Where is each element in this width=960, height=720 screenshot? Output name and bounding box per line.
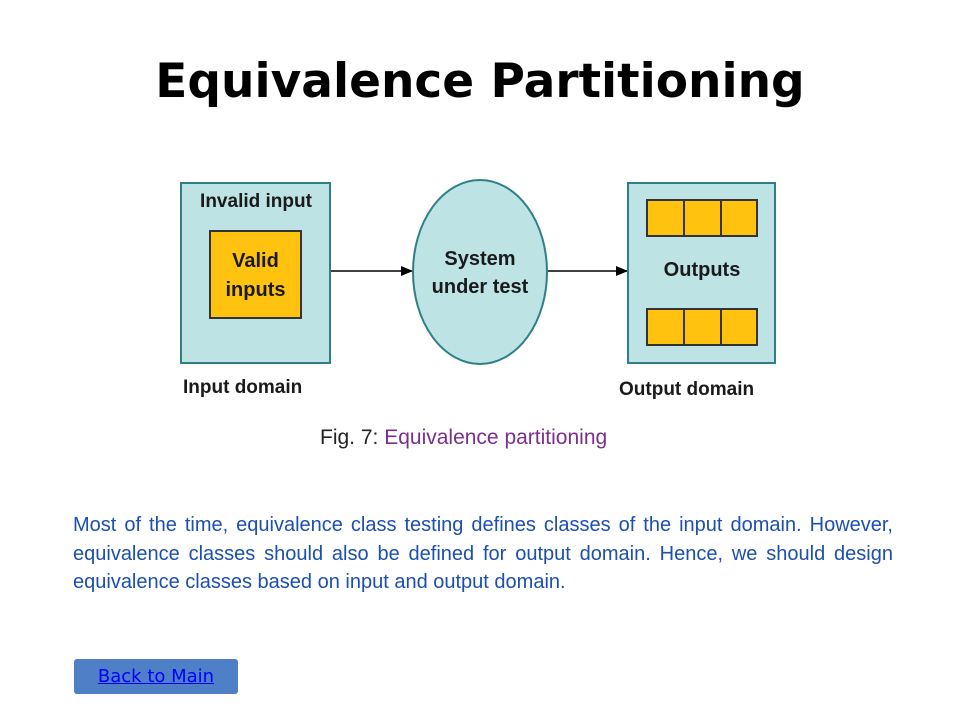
back-to-main-link[interactable]: Back to Main — [97, 666, 215, 687]
output-cell — [683, 199, 722, 237]
figure-caption-title: Equivalence partitioning — [384, 426, 608, 449]
description-paragraph: Most of the time, equivalence class test… — [73, 514, 893, 593]
system-under-test-group: System under test — [412, 179, 548, 365]
valid-inputs-label-line1: Valid — [232, 250, 279, 272]
output-domain-group: Outputs Output domain — [619, 182, 776, 400]
output-cell — [646, 199, 685, 237]
output-cells-top — [646, 199, 758, 237]
system-under-test-ellipse — [412, 179, 548, 365]
invalid-input-label: Invalid input — [200, 191, 313, 212]
system-under-test-label-line2: under test — [432, 276, 529, 298]
input-domain-label: Input domain — [183, 377, 302, 398]
output-domain-label: Output domain — [619, 379, 754, 400]
output-cell — [720, 308, 758, 346]
input-domain-group: Invalid input Valid inputs Input domain — [180, 182, 331, 398]
output-cells-bottom — [646, 308, 758, 346]
valid-inputs-label-line2: inputs — [226, 279, 286, 301]
figure-caption: Fig. 7: Equivalence partitioning — [320, 426, 607, 450]
back-to-main-button[interactable]: Back to Main — [74, 659, 238, 694]
valid-inputs-box — [209, 230, 302, 319]
output-cell — [720, 199, 758, 237]
output-cell — [683, 308, 722, 346]
outputs-label: Outputs — [664, 259, 741, 281]
output-cell — [646, 308, 685, 346]
page-title: Equivalence Partitioning — [155, 54, 805, 109]
system-under-test-label-line1: System — [444, 248, 515, 270]
figure-caption-prefix: Fig. 7: — [320, 426, 385, 449]
